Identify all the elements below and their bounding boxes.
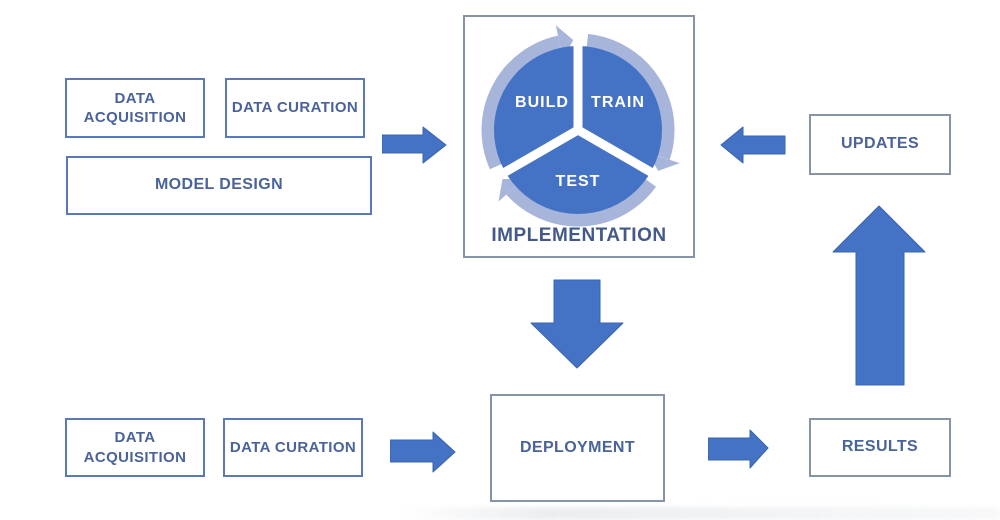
arrow-implementation-to-deployment bbox=[530, 279, 624, 369]
cycle-arrowhead-icon bbox=[555, 25, 574, 59]
arrow-up-icon bbox=[832, 205, 926, 386]
cycle-ring-arc bbox=[481, 35, 561, 170]
arrow-deployment-to-results bbox=[708, 429, 769, 469]
arrow-right-icon bbox=[390, 431, 456, 473]
cycle-divider bbox=[573, 125, 672, 186]
arrow-down-icon bbox=[530, 279, 624, 369]
arrow-right-icon bbox=[382, 126, 447, 164]
cycle-divider bbox=[484, 125, 583, 186]
box-data-curation-top: DATA CURATION bbox=[225, 78, 365, 138]
box-implementation: BUILD TRAIN TEST IMPLEMENTATION bbox=[463, 15, 695, 258]
box-data-acquisition-bottom: DATA ACQUISITION bbox=[65, 418, 205, 477]
box-model-design: MODEL DESIGN bbox=[66, 156, 372, 215]
box-data-curation-bottom: DATA CURATION bbox=[223, 418, 363, 477]
box-results: RESULTS bbox=[809, 418, 951, 477]
cycle-label-build: BUILD bbox=[515, 94, 569, 111]
box-deployment: DEPLOYMENT bbox=[490, 394, 665, 502]
background-smudge bbox=[400, 507, 1000, 520]
box-data-acquisition-top: DATA ACQUISITION bbox=[65, 78, 205, 138]
cycle-label-test: TEST bbox=[556, 173, 601, 190]
cycle-label-train: TRAIN bbox=[591, 94, 645, 111]
arrow-right-icon bbox=[708, 429, 769, 469]
box-updates: UPDATES bbox=[809, 114, 951, 175]
implementation-cycle-diagram: BUILD TRAIN TEST bbox=[481, 22, 680, 227]
arrow-left-icon bbox=[720, 126, 786, 164]
arrow-data-to-deployment bbox=[390, 431, 456, 473]
cycle-ring-arc bbox=[586, 34, 675, 160]
arrow-updates-to-implementation bbox=[720, 126, 786, 164]
cycle-ring-arc bbox=[506, 178, 657, 227]
arrow-results-to-updates bbox=[832, 205, 926, 386]
implementation-label: IMPLEMENTATION bbox=[491, 225, 667, 246]
arrow-inputs-to-implementation bbox=[382, 126, 447, 164]
